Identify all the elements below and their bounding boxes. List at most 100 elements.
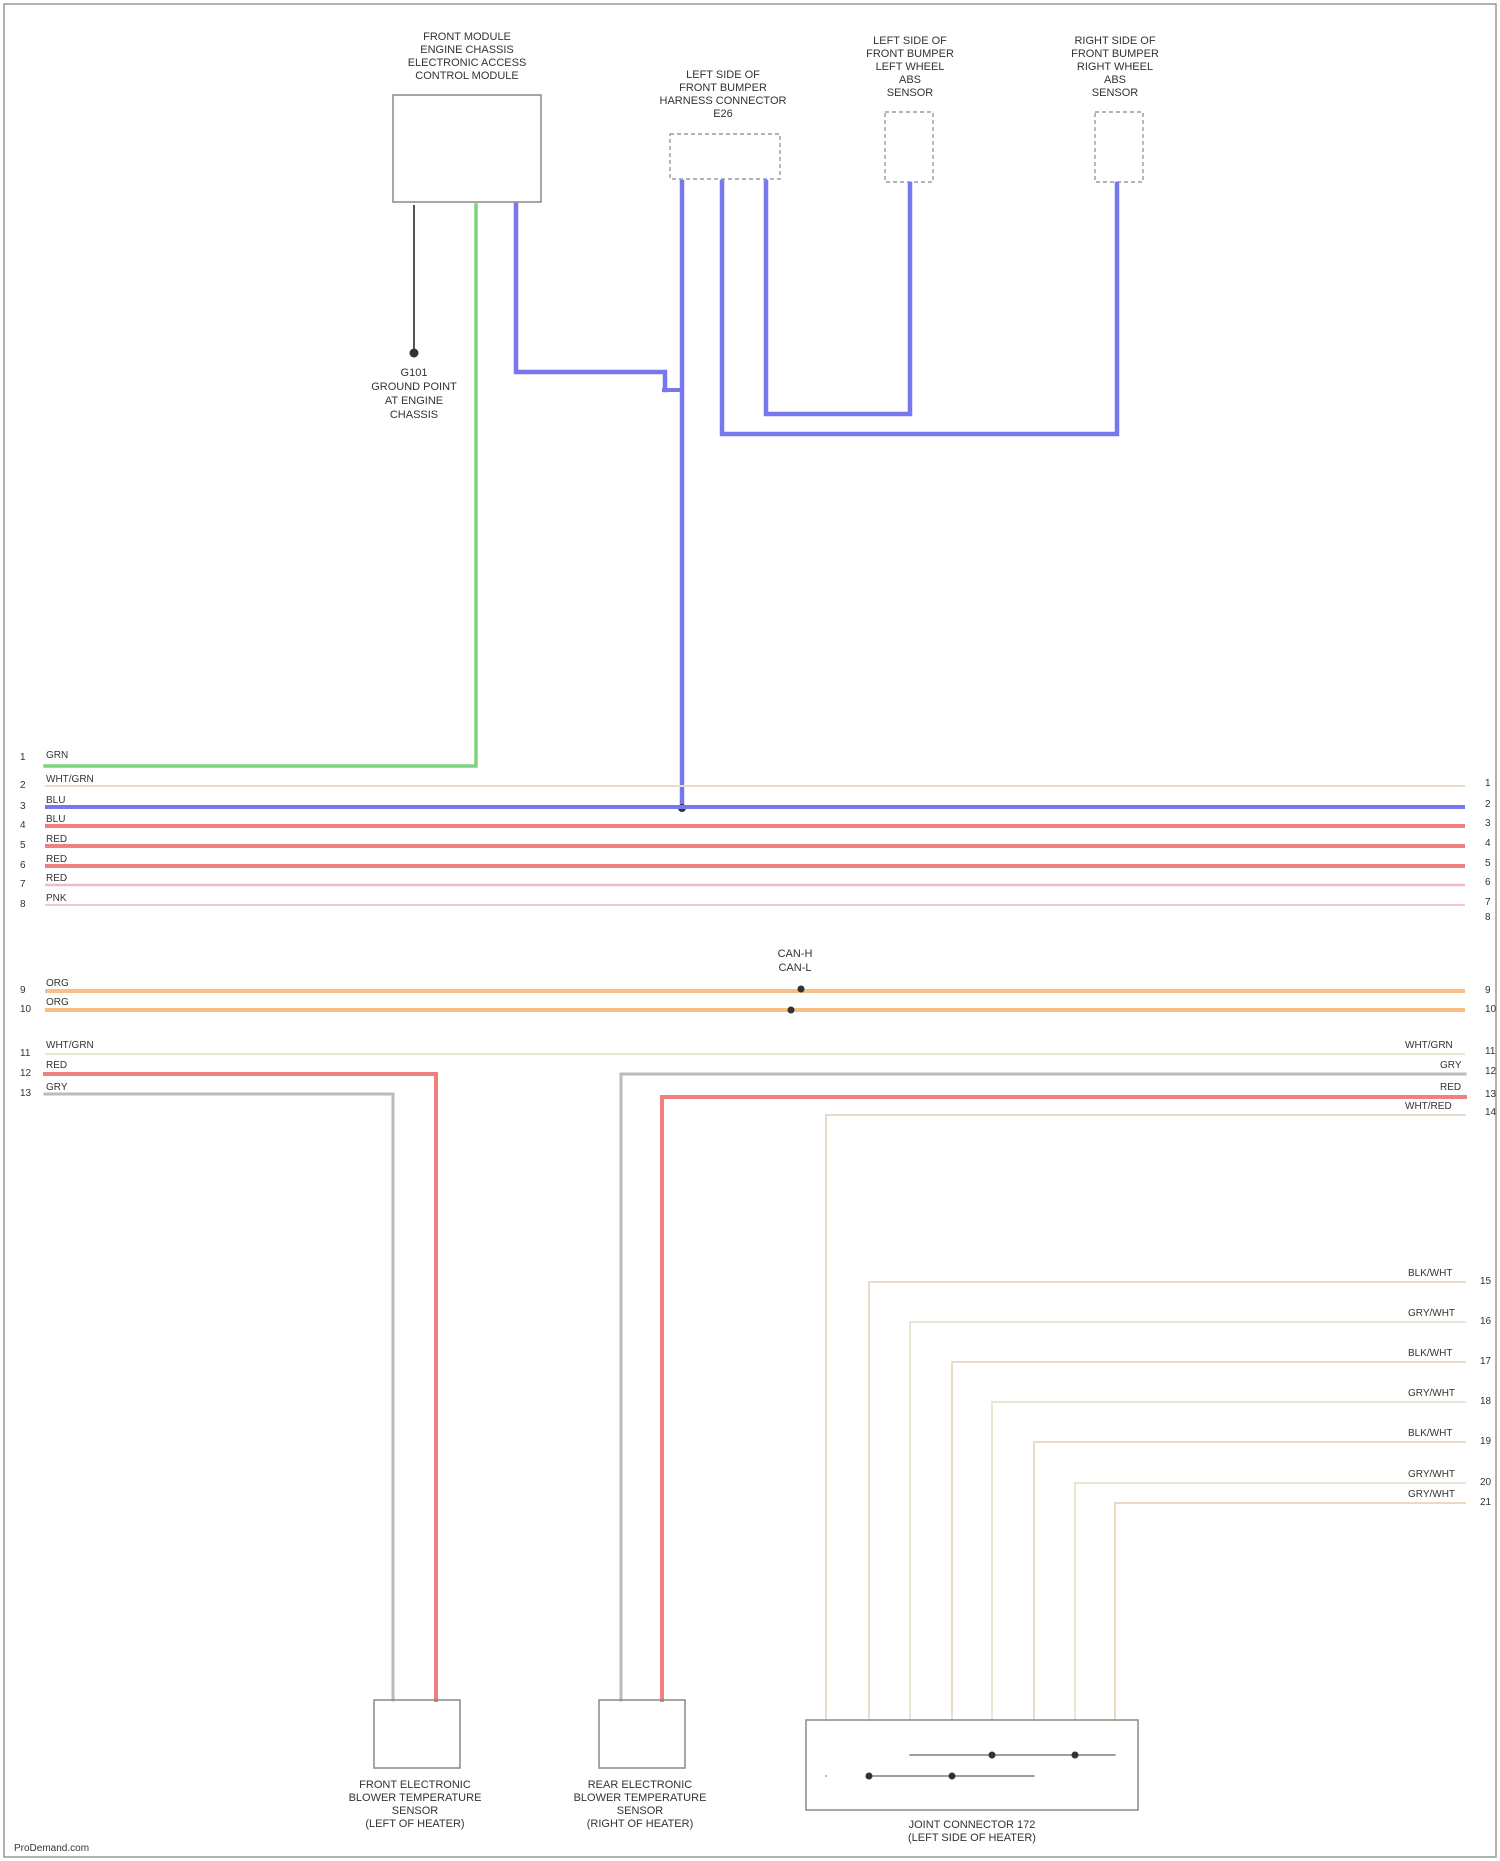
- bus-pin-left-7: 7: [20, 879, 26, 890]
- front-sensor-line3: SENSOR: [392, 1805, 439, 1817]
- bus-pin-left-5: 5: [20, 840, 26, 851]
- lower-color-left-11: WHT/GRN: [46, 1040, 94, 1051]
- can-color-9: ORG: [46, 978, 69, 989]
- bus-color-4: BLU: [46, 814, 65, 825]
- bus-pin-left-3: 3: [20, 801, 26, 812]
- top-module: FRONT MODULE ENGINE CHASSIS ELECTRONIC A…: [393, 31, 541, 202]
- stack-color-17: BLK/WHT: [1408, 1348, 1452, 1359]
- bus-pin-left-2: 2: [20, 780, 26, 791]
- bus-color-3: BLU: [46, 795, 65, 806]
- front-sensor-line1: FRONT ELECTRONIC: [359, 1779, 471, 1791]
- can-l-label: CAN-L: [778, 962, 811, 974]
- joint-connector-line1: JOINT CONNECTOR 172: [909, 1819, 1036, 1831]
- can-pin-right-9: 9: [1485, 985, 1491, 996]
- bus-pin-left-4: 4: [20, 820, 26, 831]
- right-wheel-sensor: RIGHT SIDE OF FRONT BUMPER RIGHT WHEEL A…: [1071, 35, 1159, 182]
- blue-wires: [516, 182, 1117, 812]
- bus-color-2: WHT/GRN: [46, 774, 94, 785]
- bus-pin-right-2: 2: [1485, 799, 1491, 810]
- front-blower-sensor: FRONT ELECTRONIC BLOWER TEMPERATURE SENS…: [349, 1700, 482, 1830]
- main-bus: [45, 786, 1465, 905]
- top-module-line1: FRONT MODULE: [423, 31, 511, 43]
- left-harness-connector: LEFT SIDE OF FRONT BUMPER HARNESS CONNEC…: [660, 69, 787, 179]
- lower-color-left-12: RED: [46, 1060, 67, 1071]
- bus-pin-left-1: 1: [20, 752, 26, 763]
- stack-color-21: GRY/WHT: [1408, 1489, 1455, 1500]
- can-color-10: ORG: [46, 997, 69, 1008]
- rear-sensor-line1: REAR ELECTRONIC: [588, 1779, 693, 1791]
- lower-color-right-14: WHT/RED: [1405, 1101, 1452, 1112]
- bus-pin-left-8: 8: [20, 899, 26, 910]
- left-connector-line3: HARNESS CONNECTOR: [660, 95, 787, 107]
- bus-color-8: PNK: [46, 893, 67, 904]
- ground-point: G101 GROUND POINT AT ENGINE CHASSIS: [371, 205, 457, 421]
- rear-sensor-line2: BLOWER TEMPERATURE: [574, 1792, 707, 1804]
- lower-color-right-12: GRY: [1440, 1060, 1462, 1071]
- bus-color-7: RED: [46, 873, 67, 884]
- right-wheel-line1: RIGHT SIDE OF: [1074, 35, 1155, 47]
- left-wheel-line2: FRONT BUMPER: [866, 48, 954, 60]
- ground-line1: G101: [401, 367, 428, 379]
- stack-pin-16: 16: [1480, 1316, 1492, 1327]
- stack-pin-15: 15: [1480, 1276, 1492, 1287]
- bus-pin-left-6: 6: [20, 860, 26, 871]
- lower-pin-left-13: 13: [20, 1088, 32, 1099]
- stack-color-19: BLK/WHT: [1408, 1428, 1452, 1439]
- ground-line2: GROUND POINT: [371, 381, 457, 393]
- ground-line3: AT ENGINE: [385, 395, 443, 407]
- bus-pin-right-6: 6: [1485, 877, 1491, 888]
- top-module-line4: CONTROL MODULE: [415, 70, 519, 82]
- stack-color-16: GRY/WHT: [1408, 1308, 1455, 1319]
- rear-blower-sensor: REAR ELECTRONIC BLOWER TEMPERATURE SENSO…: [574, 1700, 707, 1830]
- diagram-border: [4, 4, 1496, 1857]
- right-wheel-line3: RIGHT WHEEL: [1077, 61, 1153, 73]
- left-wheel-line3: LEFT WHEEL: [876, 61, 945, 73]
- lower-pin-right-12: 12: [1485, 1066, 1497, 1077]
- left-wheel-line1: LEFT SIDE OF: [873, 35, 947, 47]
- lower-color-left-13: GRY: [46, 1082, 68, 1093]
- left-wheel-sensor: LEFT SIDE OF FRONT BUMPER LEFT WHEEL ABS…: [866, 35, 954, 182]
- green-wire: [45, 205, 476, 766]
- bus-color-6: RED: [46, 854, 67, 865]
- main-bus-labels: 1 2 3 4 5 6 7 8 GRN WHT/GRN BLU BLU RED …: [20, 750, 1491, 923]
- left-connector-line1: LEFT SIDE OF: [686, 69, 760, 81]
- can-bus: CAN-H CAN-L 9 10 ORG ORG 9 10: [20, 948, 1497, 1015]
- can-pin-left-9: 9: [20, 985, 26, 996]
- lower-color-right-13: RED: [1440, 1082, 1461, 1093]
- bus-pin-right-7: 7: [1485, 897, 1491, 908]
- bus-pin-right-8: 8: [1485, 912, 1491, 923]
- bus-pin-right-4: 4: [1485, 838, 1491, 849]
- top-module-line3: ELECTRONIC ACCESS: [408, 57, 527, 69]
- lower-color-right-11: WHT/GRN: [1405, 1040, 1453, 1051]
- stack-color-20: GRY/WHT: [1408, 1469, 1455, 1480]
- right-stack-wires: [869, 1282, 1465, 1720]
- can-h-label: CAN-H: [778, 948, 813, 960]
- bus-pin-right-3: 3: [1485, 818, 1491, 829]
- stack-pin-21: 21: [1480, 1497, 1492, 1508]
- bus-color-5: RED: [46, 834, 67, 845]
- right-wheel-line5: SENSOR: [1092, 87, 1139, 99]
- bus-pin-right-1: 1: [1485, 778, 1491, 789]
- ground-line4: CHASSIS: [390, 409, 438, 421]
- stack-pin-20: 20: [1480, 1477, 1492, 1488]
- left-connector-line4: E26: [713, 108, 733, 120]
- lower-bus: 11 12 13 WHT/GRN RED GRY 11 12 13 14 WHT…: [20, 1040, 1497, 1720]
- left-wheel-line5: SENSOR: [887, 87, 934, 99]
- right-wheel-line2: FRONT BUMPER: [1071, 48, 1159, 60]
- lower-pin-right-13: 13: [1485, 1089, 1497, 1100]
- bus-pin-right-5: 5: [1485, 858, 1491, 869]
- left-wheel-line4: ABS: [899, 74, 921, 86]
- joint-connector-line2: (LEFT SIDE OF HEATER): [908, 1832, 1036, 1844]
- stack-pin-19: 19: [1480, 1436, 1492, 1447]
- footer-credit: ProDemand.com: [14, 1843, 89, 1854]
- stack-color-15: BLK/WHT: [1408, 1268, 1452, 1279]
- joint-connector: JOINT CONNECTOR 172 (LEFT SIDE OF HEATER…: [806, 1720, 1138, 1844]
- lower-pin-left-11: 11: [20, 1048, 31, 1059]
- left-connector-line2: FRONT BUMPER: [679, 82, 767, 94]
- bus-color-1: GRN: [46, 750, 68, 761]
- top-module-line2: ENGINE CHASSIS: [420, 44, 514, 56]
- can-pin-left-10: 10: [20, 1004, 32, 1015]
- lower-pin-left-12: 12: [20, 1068, 32, 1079]
- can-pin-right-10: 10: [1485, 1004, 1497, 1015]
- front-sensor-line4: (LEFT OF HEATER): [365, 1818, 464, 1830]
